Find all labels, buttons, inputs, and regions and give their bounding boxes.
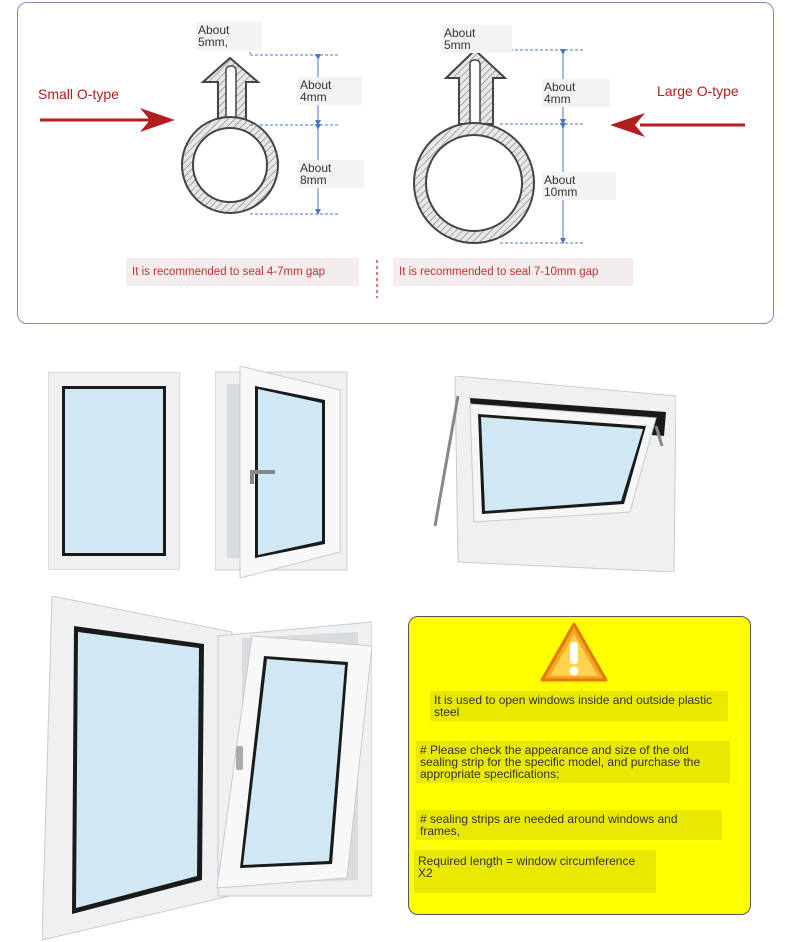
small-ring-dimension: About 8mm [298, 160, 364, 188]
large-o-type-label: Large O-type [657, 83, 739, 99]
warning-triangle-icon [540, 622, 608, 682]
small-o-type-label: Small O-type [38, 86, 119, 102]
small-top-dimension: About 5mm, [196, 22, 262, 50]
large-ring-dimension: About 10mm [542, 172, 616, 200]
fixed-window-image [48, 372, 180, 570]
seal-profile-drawings [40, 40, 745, 298]
awning-window-image [433, 376, 676, 572]
small-stem-dimension: About 4mm [298, 77, 362, 105]
small-o-type-profile [181, 56, 279, 214]
small-recommendation: It is recommended to seal 4-7mm gap [126, 258, 359, 286]
note-check-text: # Please check the appearance and size o… [416, 741, 730, 783]
note-length-text: Required length = window circumference X… [414, 850, 656, 893]
large-stem-dimension: About 4mm [542, 79, 610, 107]
note-usage-text: It is used to open windows inside and ou… [430, 691, 728, 721]
large-o-type-profile [413, 48, 535, 244]
double-casement-window-image [42, 596, 372, 940]
large-recommendation: It is recommended to seal 7-10mm gap [393, 258, 633, 286]
large-pointer-arrow [610, 113, 745, 137]
side-open-window-image [215, 366, 348, 578]
note-sealing-text: # sealing strips are needed around windo… [416, 810, 722, 840]
large-top-dimension: About 5mm [442, 25, 512, 53]
small-pointer-arrow [40, 108, 175, 132]
